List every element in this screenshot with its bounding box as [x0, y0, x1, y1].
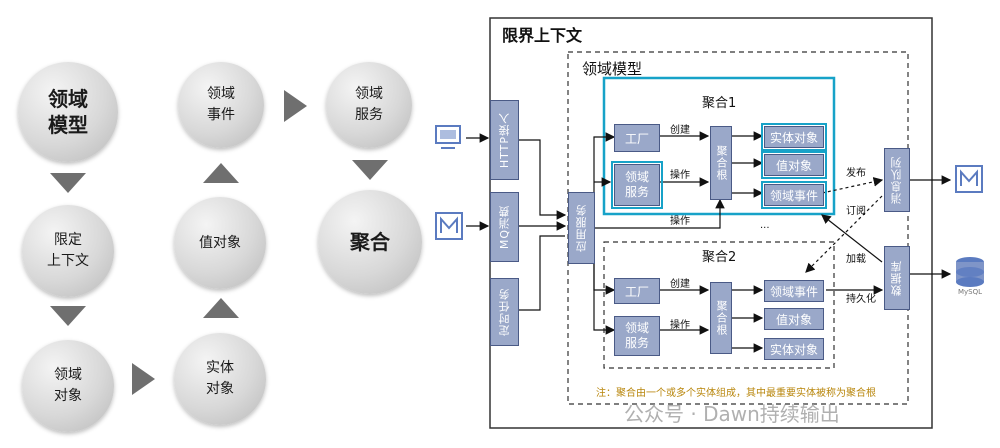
- domain-object-label: 领域 对象: [54, 367, 82, 404]
- aggregate1-title: 聚合1: [702, 96, 737, 111]
- agg2-value-box: 值对象: [764, 308, 824, 330]
- aggregate2-frame: [603, 241, 835, 369]
- agg1-factory-box: 工厂: [614, 124, 660, 152]
- arrow-down-2: [50, 306, 86, 326]
- aggregate-note: 注：聚合由一个或多个实体组成，其中最重要实体被称为聚合根: [596, 388, 876, 399]
- domain-event-circle: 领域 事件: [178, 62, 264, 148]
- aggregate-circle: 聚合: [318, 190, 422, 294]
- scheduled-task-box: 定时任务: [490, 278, 519, 346]
- bounded-context-title: 限界上下文: [502, 26, 583, 45]
- agg2-event-box: 领域事件: [764, 280, 824, 302]
- agg2-operate-label: 操作: [670, 320, 690, 331]
- ellipsis-label: ...: [760, 220, 770, 231]
- load-label: 加载: [846, 254, 866, 265]
- arrow-up-2: [203, 163, 239, 183]
- agg2-aggregate-root-box: 聚合根: [710, 282, 732, 354]
- domain-model-label: 领域 模型: [48, 87, 88, 137]
- agg1-operate-label: 操作: [670, 170, 690, 181]
- domain-service-circle: 领域 服务: [326, 62, 412, 148]
- agg2-factory-box: 工厂: [614, 278, 660, 304]
- domain-service-label: 领域 服务: [355, 86, 383, 123]
- agg1-entity-box: 实体对象: [761, 123, 827, 151]
- bounded-context-frame: [489, 17, 933, 429]
- value-object-circle: 值对象: [174, 197, 266, 289]
- domain-event-label: 领域 事件: [207, 86, 235, 123]
- arrow-up-1: [203, 298, 239, 318]
- bounded-context-circle: 限定 上下文: [22, 205, 114, 297]
- publish-label: 发布: [846, 168, 866, 179]
- arrow-down-3: [352, 160, 388, 180]
- aggregate1-frame: [602, 76, 836, 216]
- app-operate-label: 操作: [670, 216, 690, 227]
- bounded-context-label: 限定 上下文: [47, 232, 89, 269]
- agg1-event-box: 领域事件: [761, 181, 827, 209]
- persist-label: 持久化: [846, 294, 876, 305]
- monitor-icon: [435, 125, 461, 149]
- arrow-right-2: [284, 90, 307, 122]
- mq-m-icon-left: [435, 212, 463, 240]
- watermark: 公众号 · Dawn持续输出: [624, 402, 840, 426]
- database-box: 数据库: [884, 246, 910, 310]
- mq-m-icon-right: [955, 165, 983, 193]
- agg2-create-label: 创建: [670, 279, 690, 290]
- app-service-box: 应用服务: [568, 192, 595, 264]
- mysql-label: MySQL: [958, 288, 983, 296]
- mq-consume-box: MQ消费: [490, 192, 519, 262]
- entity-object-circle: 实体 对象: [174, 333, 266, 425]
- domain-model-title: 领域模型: [582, 60, 643, 78]
- agg1-domain-service-box: 领域 服务: [611, 161, 663, 209]
- message-queue-box: 消息队列: [884, 148, 910, 212]
- agg2-domain-service-box: 领域 服务: [614, 316, 660, 356]
- aggregate2-title: 聚合2: [702, 250, 737, 265]
- arrow-down-1: [50, 173, 86, 193]
- aggregate-label: 聚合: [350, 230, 390, 254]
- entity-object-label: 实体 对象: [206, 360, 234, 397]
- domain-object-circle: 领域 对象: [22, 340, 114, 432]
- domain-model-circle: 领域 模型: [18, 62, 118, 162]
- agg1-aggregate-root-box: 聚合根: [710, 126, 732, 200]
- left-arrows: [50, 90, 388, 395]
- agg1-create-label: 创建: [670, 125, 690, 136]
- agg2-entity-box: 实体对象: [764, 338, 824, 360]
- value-object-label: 值对象: [199, 234, 241, 251]
- agg1-value-box: 值对象: [761, 151, 827, 179]
- database-icon: [956, 257, 984, 287]
- arrow-right-1: [132, 363, 155, 395]
- subscribe-label: 订阅: [846, 206, 866, 217]
- http-access-box: HTTP接入: [490, 100, 519, 180]
